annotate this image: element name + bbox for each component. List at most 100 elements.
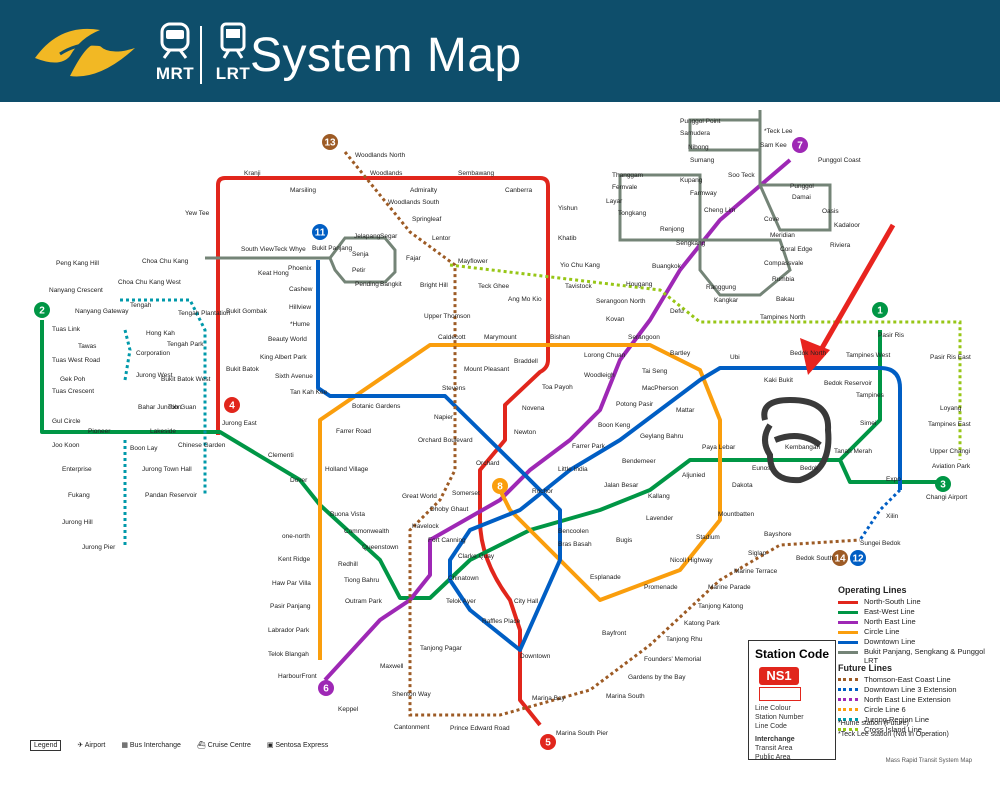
station-label[interactable]: Admiralty	[410, 187, 438, 194]
station-label[interactable]: Nibong	[688, 144, 709, 151]
station-label[interactable]: Boon Keng	[598, 422, 631, 429]
station-label[interactable]: Stadium	[696, 534, 720, 541]
station-label[interactable]: Jurong Hill	[62, 519, 93, 526]
station-label[interactable]: Choa Chu Kang West	[118, 279, 181, 286]
station-label[interactable]: Lorong Chuan	[584, 352, 626, 359]
station-label[interactable]: Pending	[355, 281, 379, 288]
station-label[interactable]: Nicoll Highway	[670, 557, 713, 564]
station-label[interactable]: Woodleigh	[584, 372, 615, 379]
station-label[interactable]: Ubi	[730, 354, 740, 361]
station-label[interactable]: Tengah Park	[167, 341, 204, 348]
station-label[interactable]: Buona Vista	[330, 511, 365, 518]
station-label[interactable]: Changi Airport	[926, 494, 968, 501]
station-label[interactable]: Marina South Pier	[556, 730, 609, 737]
station-label[interactable]: Clementi	[268, 452, 294, 459]
station-label[interactable]: MacPherson	[642, 385, 679, 392]
station-label[interactable]: Jelapang	[354, 233, 381, 240]
station-label[interactable]: Joo Koon	[52, 442, 80, 449]
station-label[interactable]: Marsiling	[290, 187, 317, 194]
station-label[interactable]: Kranji	[244, 170, 261, 177]
station-label[interactable]: Cantonment	[394, 724, 430, 731]
station-label[interactable]: South View	[241, 246, 274, 253]
station-label[interactable]: Tanah Merah	[834, 448, 872, 455]
station-label[interactable]: Great World	[402, 493, 437, 500]
station-label[interactable]: Kallang	[648, 493, 670, 500]
station-label[interactable]: Eunos	[752, 465, 771, 472]
station-label[interactable]: Kembangan	[785, 444, 821, 451]
station-label[interactable]: Telok Blangah	[268, 651, 309, 658]
station-label[interactable]: Khatib	[558, 235, 577, 242]
station-label[interactable]: Novena	[522, 405, 545, 412]
station-label[interactable]: Upper Thomson	[424, 313, 471, 320]
station-label[interactable]: Marina South	[606, 693, 645, 700]
station-label[interactable]: Sengkang	[676, 240, 706, 247]
station-label[interactable]: Toh Guan	[168, 404, 197, 411]
station-label[interactable]: Bayshore	[764, 531, 792, 538]
station-label[interactable]: Ang Mo Kio	[508, 296, 542, 303]
station-label[interactable]: Tanjong Pagar	[420, 645, 462, 652]
station-label[interactable]: Pasir Panjang	[270, 603, 311, 610]
station-label[interactable]: Chinese Garden	[178, 442, 226, 449]
station-label[interactable]: Bartley	[670, 350, 691, 357]
station-label[interactable]: Jurong West	[136, 372, 173, 379]
station-label[interactable]: Rochor	[532, 488, 553, 495]
station-label[interactable]: Hong Kah	[146, 330, 175, 337]
station-label[interactable]: Nanyang Crescent	[49, 287, 103, 294]
station-label[interactable]: Orchard Boulevard	[418, 437, 473, 444]
station-label[interactable]: Lentor	[432, 235, 451, 242]
station-label[interactable]: Layar	[606, 198, 623, 205]
station-label[interactable]: Kent Ridge	[278, 556, 311, 563]
station-label[interactable]: City Hall	[514, 598, 539, 605]
station-label[interactable]: Riviera	[830, 242, 851, 249]
station-label[interactable]: Dover	[290, 477, 308, 484]
station-label[interactable]: Woodlands	[370, 170, 403, 177]
station-label[interactable]: Maxwell	[380, 663, 404, 670]
station-label[interactable]: Lakeside	[150, 428, 177, 435]
station-label[interactable]: Orchard	[476, 460, 500, 467]
station-label[interactable]: Somerset	[452, 490, 480, 497]
station-label[interactable]: Bugis	[616, 537, 633, 544]
station-label[interactable]: Segar	[380, 233, 398, 240]
station-label[interactable]: Potong Pasir	[616, 401, 654, 408]
station-label[interactable]: Bedok South	[796, 555, 834, 562]
station-label[interactable]: Jurong East	[222, 420, 257, 427]
station-label[interactable]: Punggol Coast	[818, 157, 861, 164]
station-label[interactable]: Kadaloor	[834, 222, 861, 229]
station-label[interactable]: Lavender	[646, 515, 674, 522]
station-label[interactable]: Bedok Reservoir	[824, 380, 873, 387]
station-label[interactable]: Fukang	[68, 492, 90, 499]
station-label[interactable]: Springleaf	[412, 216, 442, 223]
station-label[interactable]: Bendemeer	[622, 458, 656, 465]
station-label[interactable]: Tan Kah Kee	[290, 389, 328, 396]
station-label[interactable]: Tuas Crescent	[52, 388, 95, 395]
station-label[interactable]: Keppel	[338, 706, 359, 713]
station-label[interactable]: Kupang	[680, 177, 703, 184]
station-label[interactable]: one-north	[282, 533, 310, 540]
station-label[interactable]: Mattar	[676, 407, 695, 414]
station-label[interactable]: Paya Lebar	[702, 444, 736, 451]
station-label[interactable]: Bakau	[776, 296, 795, 303]
station-label[interactable]: Soo Teck	[728, 172, 755, 179]
station-label[interactable]: Tampines North	[760, 314, 806, 321]
station-label[interactable]: Mayflower	[458, 258, 488, 265]
station-label[interactable]: Tampines West	[846, 352, 891, 359]
station-label[interactable]: Bukit Batok	[226, 366, 259, 373]
station-label[interactable]: Hougang	[626, 281, 653, 288]
station-label[interactable]: Teck Whye	[274, 246, 306, 253]
station-label[interactable]: Jurong Pier	[82, 544, 116, 551]
station-label[interactable]: Tongkang	[618, 210, 647, 217]
station-label[interactable]: Tampines	[856, 392, 884, 399]
station-label[interactable]: Bukit Panjang	[312, 245, 353, 252]
station-label[interactable]: Teck Ghee	[478, 283, 510, 290]
station-label[interactable]: Kaki Bukit	[764, 377, 793, 384]
station-label[interactable]: Toa Payoh	[542, 384, 573, 391]
station-label[interactable]: Bahar Junction	[138, 404, 182, 411]
station-label[interactable]: Geylang Bahru	[640, 433, 684, 440]
station-label[interactable]: Bedok	[800, 465, 819, 472]
station-label[interactable]: Mount Pleasant	[464, 366, 510, 373]
station-label[interactable]: Esplanade	[590, 574, 621, 581]
station-label[interactable]: Gek Poh	[60, 376, 86, 383]
station-label[interactable]: Upper Changi	[930, 448, 971, 455]
station-label[interactable]: Bras Basah	[558, 541, 592, 548]
station-label[interactable]: Little India	[558, 466, 588, 473]
